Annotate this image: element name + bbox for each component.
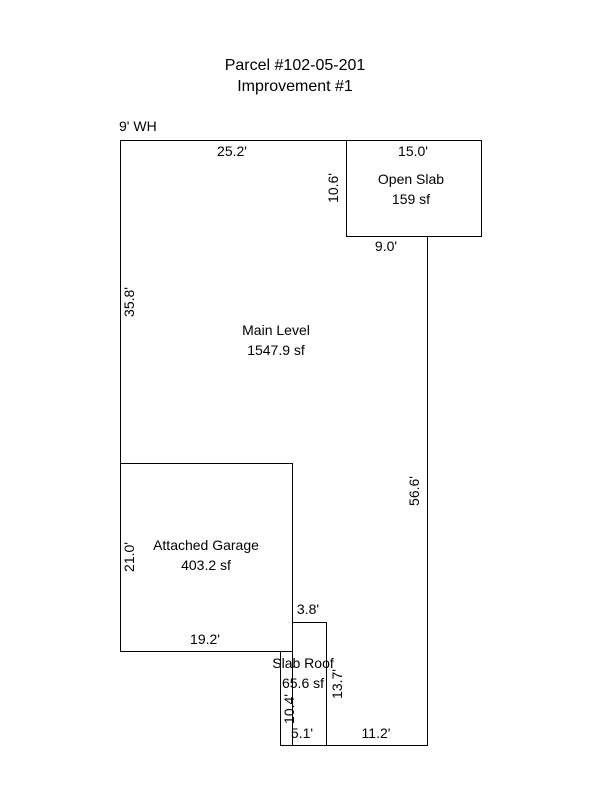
open-slab-label: Open Slab 159 sf — [378, 169, 444, 209]
dim-main-top: 25.2' — [217, 143, 247, 159]
wall-height-note: 9' WH — [119, 118, 157, 134]
main-level-name: Main Level — [242, 322, 310, 338]
dim-garage-bottom: 19.2' — [190, 631, 220, 647]
dim-slab-left: 10.6' — [325, 173, 341, 203]
dim-roof-bottom: 5.1' — [290, 725, 314, 741]
main-level-size: 1547.9 sf — [247, 342, 305, 358]
slab-roof-name: Slab Roof — [272, 655, 334, 671]
parcel-title: Parcel #102-05-201 — [224, 57, 366, 74]
slab-roof-label: Slab Roof 65.6 sf — [272, 653, 333, 693]
attached-garage-name: Attached Garage — [153, 537, 259, 553]
open-slab-size: 159 sf — [391, 191, 431, 207]
slab-roof-outline — [292, 622, 327, 746]
dim-slab-bottom: 9.0' — [374, 238, 398, 254]
attached-garage-label: Attached Garage 403.2 sf — [153, 535, 259, 575]
dim-main-right: 56.6' — [406, 476, 422, 506]
dim-roof-top: 3.8' — [296, 601, 320, 617]
dim-main-left: 35.8' — [121, 287, 137, 317]
dim-roof-right: 13.7' — [329, 669, 345, 699]
attached-garage-size: 403.2 sf — [181, 557, 231, 573]
dim-roof-left: 10.4' — [281, 694, 297, 724]
dim-main-bottom: 11.2' — [361, 725, 391, 741]
slab-roof-size: 65.6 sf — [281, 675, 325, 691]
main-level-label: Main Level 1547.9 sf — [242, 320, 310, 360]
open-slab-name: Open Slab — [377, 171, 445, 187]
open-slab-outline — [346, 140, 482, 237]
improvement-subtitle: Improvement #1 — [237, 78, 353, 95]
dim-garage-left: 21.0' — [121, 542, 137, 572]
attached-garage-outline — [120, 463, 293, 652]
dim-slab-top: 15.0' — [398, 143, 428, 159]
